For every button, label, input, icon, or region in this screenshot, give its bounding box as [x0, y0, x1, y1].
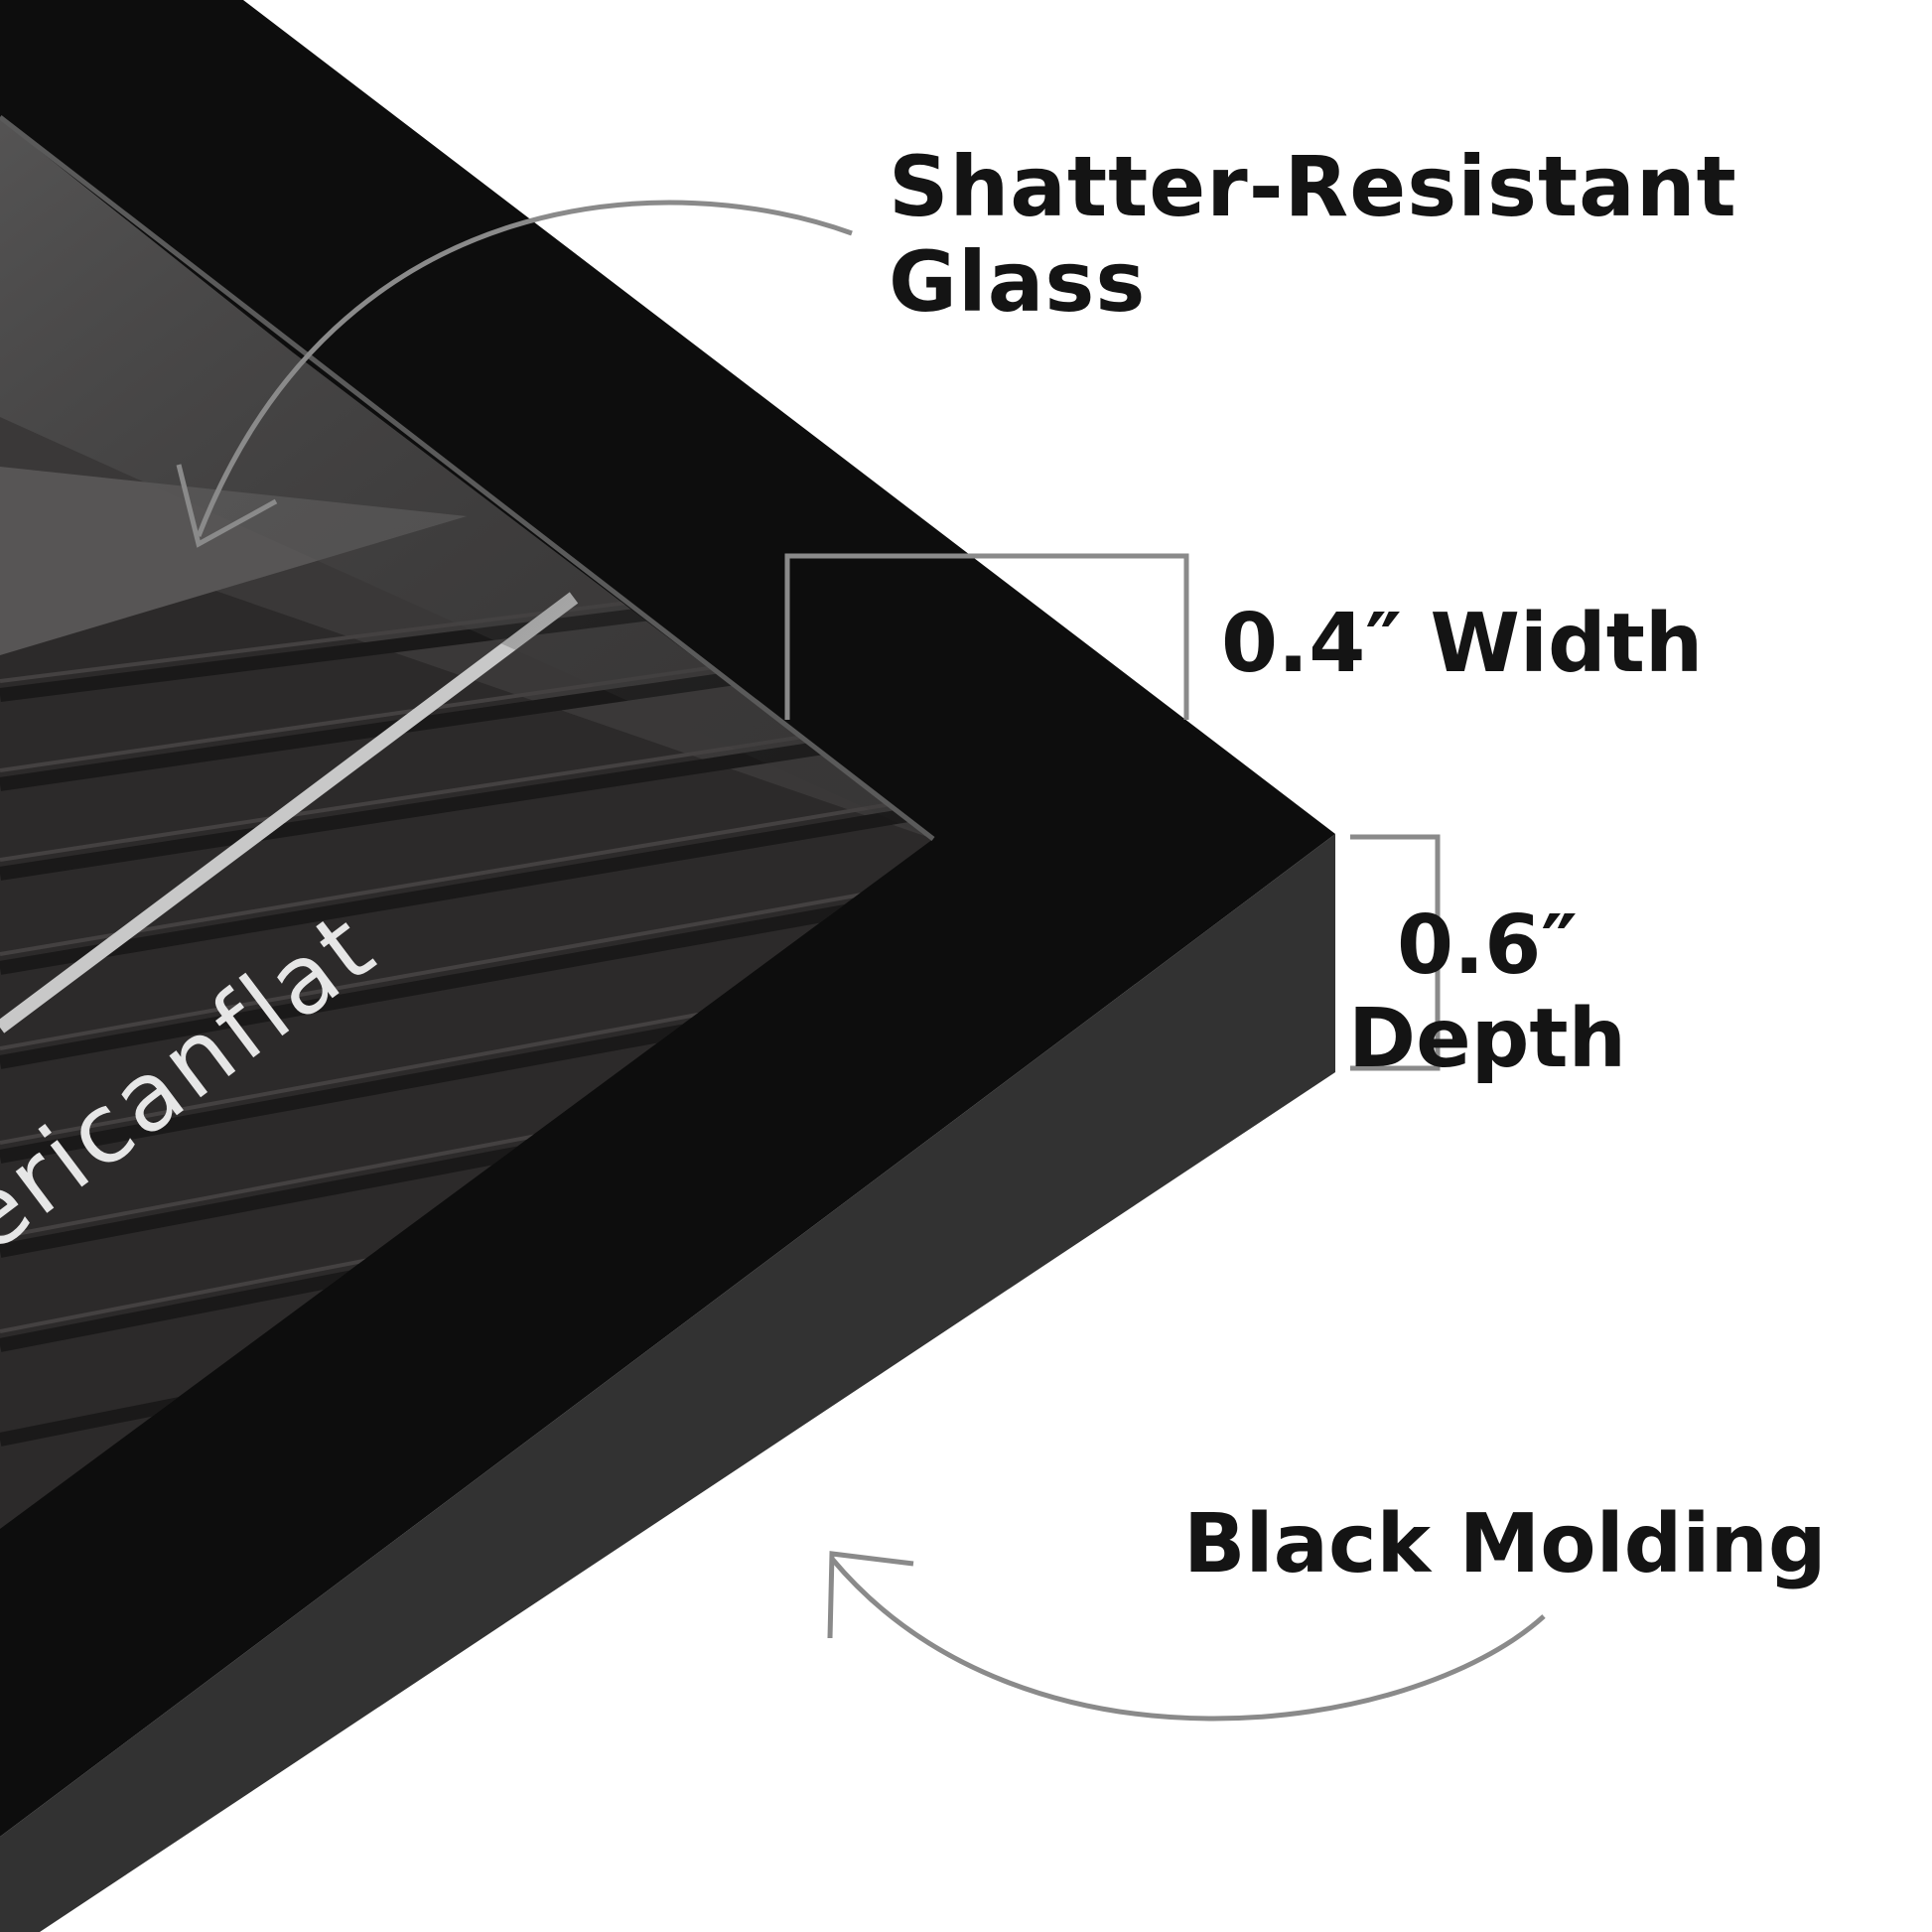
glass-label-line2: Glass: [889, 233, 1147, 331]
depth-label-line2: Depth: [1348, 992, 1626, 1086]
molding-label: Black Molding: [1183, 1497, 1827, 1591]
curved-arrow-icon: [196, 200, 853, 537]
molding-arrow: [827, 1551, 1546, 1722]
glass-label: Shatter-Resistant Glass: [889, 139, 1737, 330]
depth-label: 0.6″ Depth: [1348, 899, 1626, 1086]
depth-label-line1: 0.6″: [1397, 898, 1578, 993]
glass-edge: [0, 115, 935, 841]
glass-label-line1: Shatter-Resistant: [889, 138, 1737, 235]
width-label: 0.4″ Width: [1221, 597, 1704, 691]
curved-arrow-icon: [830, 1557, 1546, 1722]
glass-arrow: [176, 200, 853, 548]
depth-bracket: [1350, 834, 1441, 1071]
width-bracket: [784, 553, 1189, 720]
frame-side: [0, 834, 1335, 1932]
